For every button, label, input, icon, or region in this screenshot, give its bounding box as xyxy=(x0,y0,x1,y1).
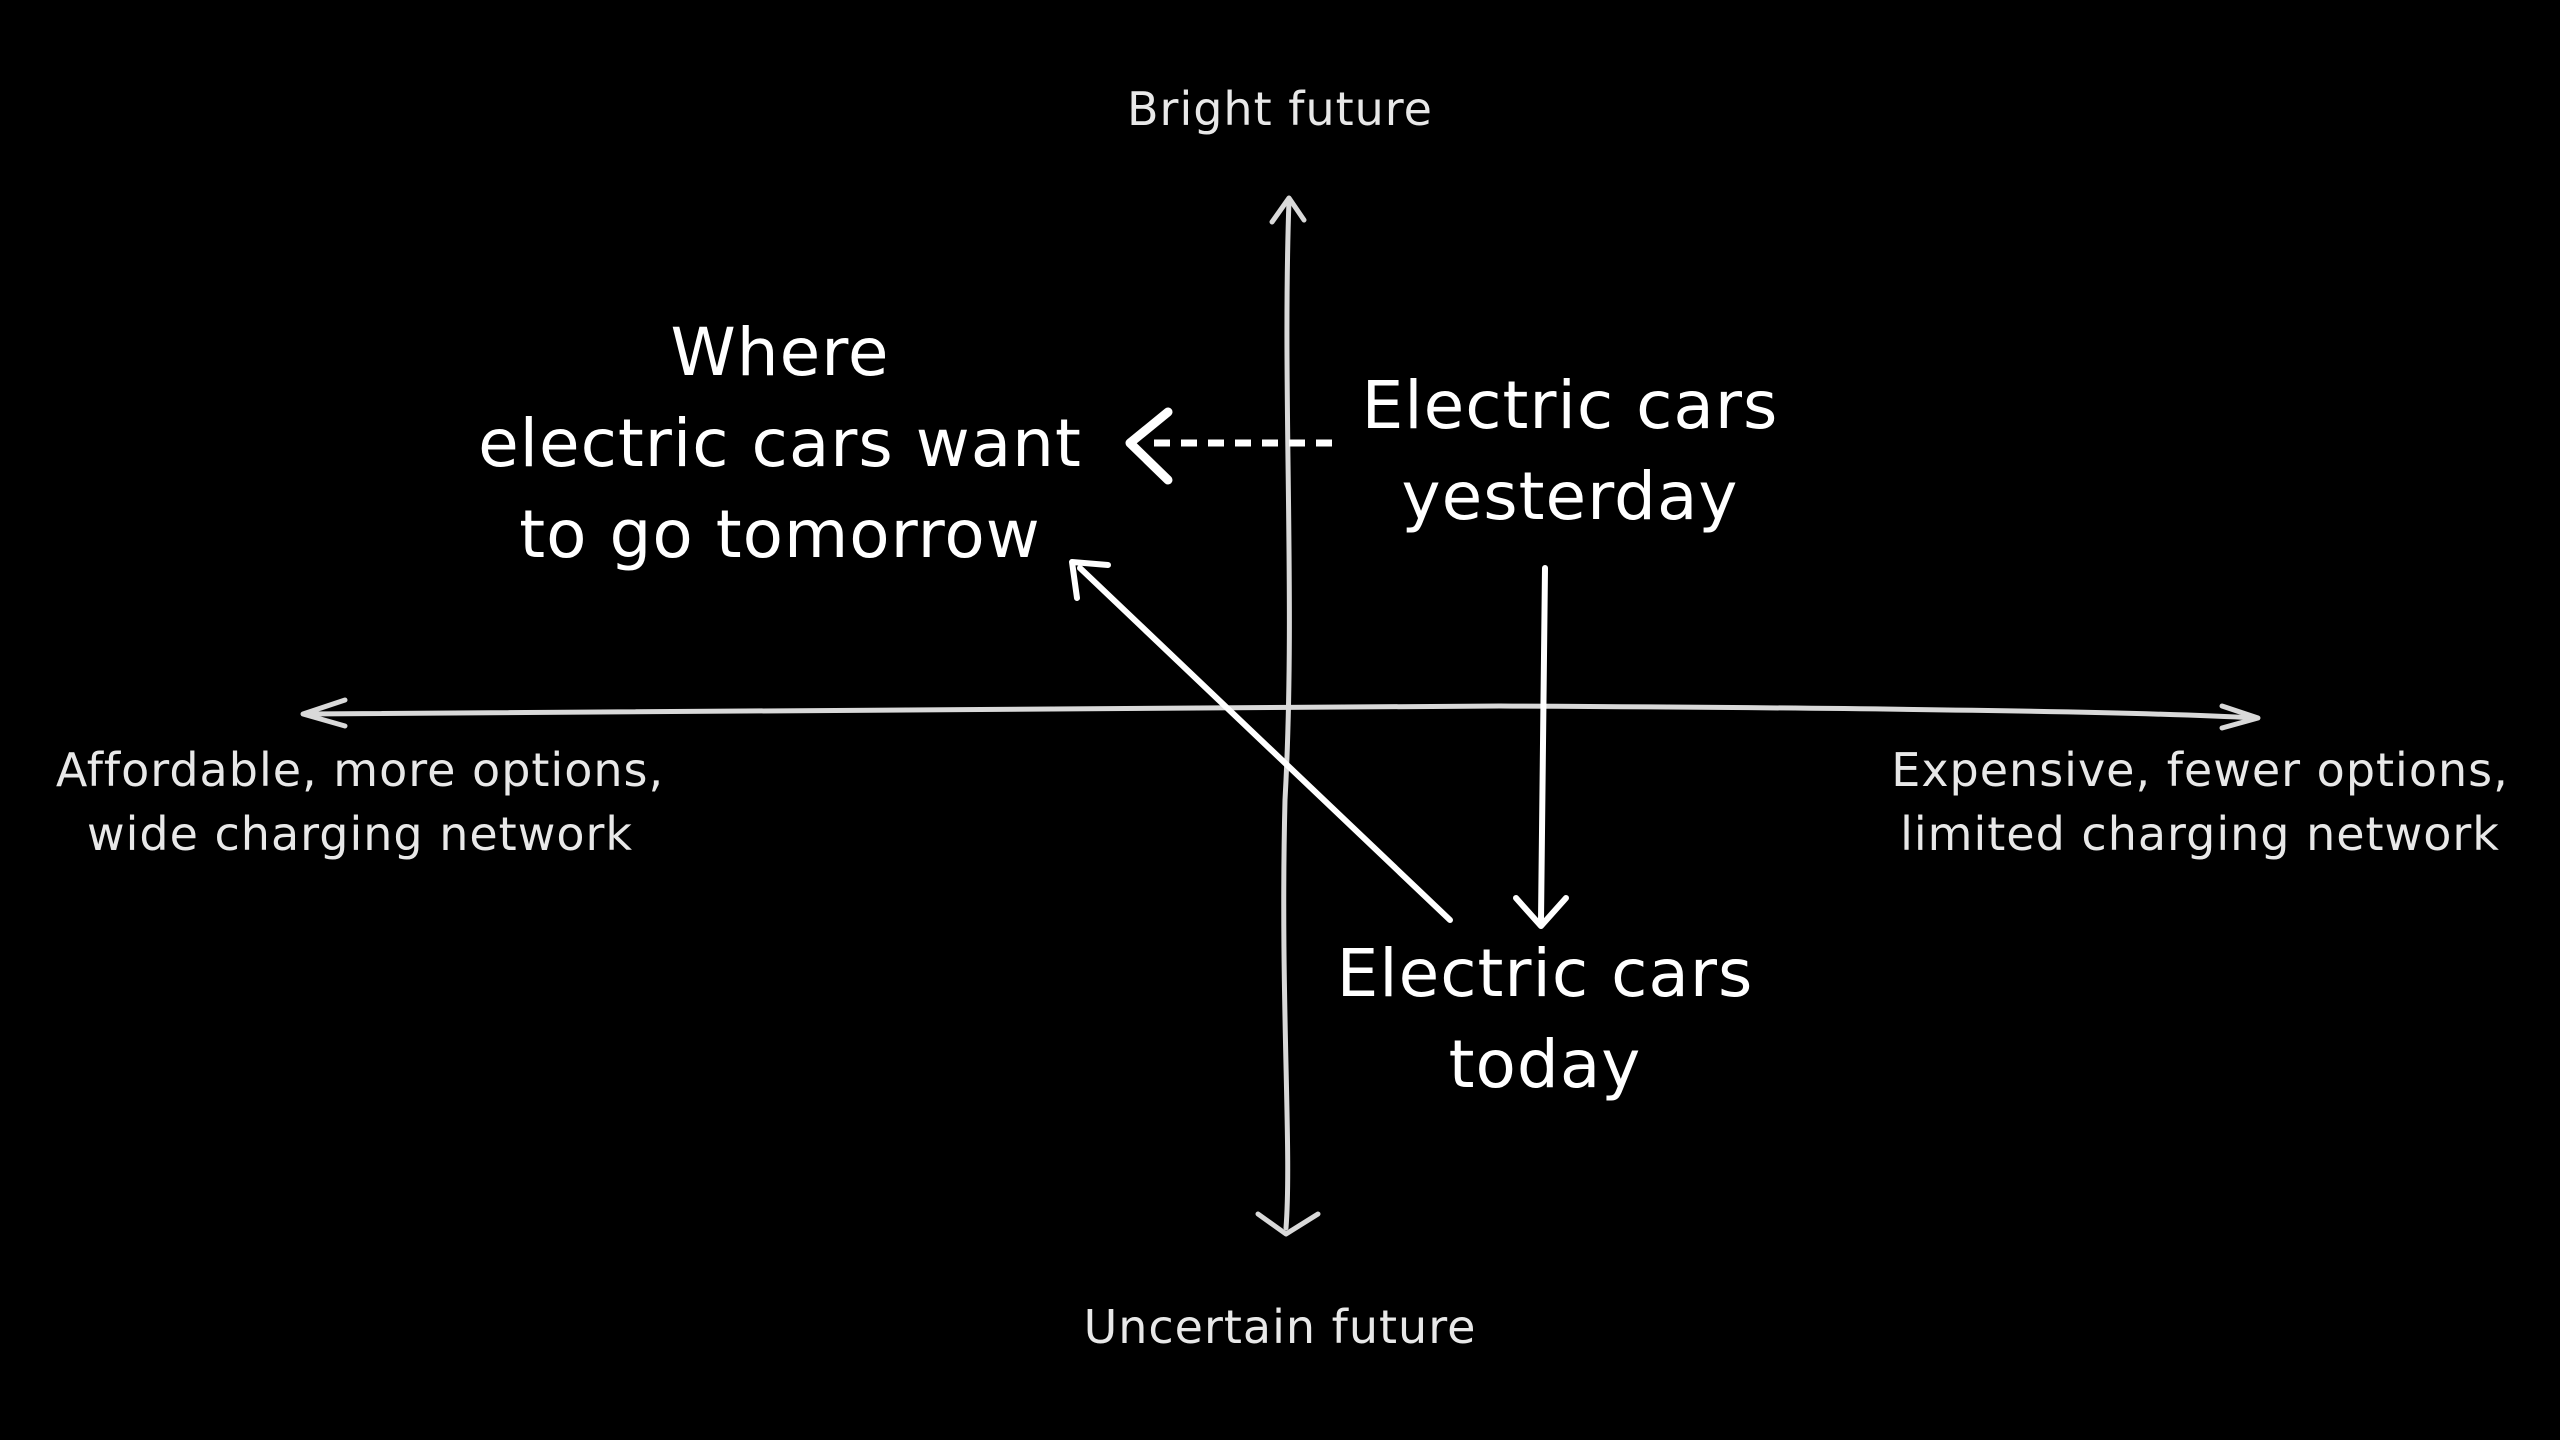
axis-label-left: Affordable, more options, wide charging … xyxy=(20,738,700,867)
axis-label-right: Expensive, fewer options, limited chargi… xyxy=(1860,738,2540,867)
dashed-arrow-head xyxy=(1125,407,1173,485)
label-tomorrow-line-1: Where xyxy=(670,314,890,391)
today-to-tomorrow-arrow-line xyxy=(1077,565,1453,923)
label-yesterday-line-1: Electric cars xyxy=(1361,367,1779,444)
label-today-line-1: Electric cars xyxy=(1336,935,1754,1012)
vertical-axis-line xyxy=(1281,197,1292,1231)
axis-label-right-line-1: Expensive, fewer options, xyxy=(1891,743,2509,797)
label-yesterday: Electric cars yesterday xyxy=(1300,360,1840,542)
axis-label-top-text: Bright future xyxy=(1126,82,1433,136)
label-today-line-2: today xyxy=(1448,1026,1642,1104)
vertical-axis-top-arrowhead xyxy=(1269,195,1307,225)
axis-label-right-line-2: limited charging network xyxy=(1900,807,2500,862)
axis-label-left-line-1: Affordable, more options, xyxy=(55,743,665,797)
axis-label-left-line-2: wide charging network xyxy=(86,807,634,862)
axis-label-bottom: Uncertain future xyxy=(1030,1300,1530,1355)
label-yesterday-line-2: yesterday xyxy=(1401,458,1739,536)
today-to-tomorrow-arrowhead xyxy=(1069,559,1111,601)
vertical-axis-bottom-arrowhead xyxy=(1255,1211,1321,1237)
label-today: Electric cars today xyxy=(1280,928,1810,1110)
label-tomorrow-line-3: to go tomorrow xyxy=(519,496,1041,574)
label-tomorrow-line-2: electric cars want xyxy=(478,405,1082,483)
yesterday-to-today-arrow-line xyxy=(1538,565,1548,923)
horizontal-axis-right-arrowhead xyxy=(2219,703,2261,731)
horizontal-axis-left-arrowhead xyxy=(300,697,348,729)
horizontal-axis-line xyxy=(302,703,2258,721)
axis-label-top: Bright future xyxy=(1030,82,1530,137)
yesterday-to-today-arrowhead xyxy=(1513,895,1569,929)
label-tomorrow: Where electric cars want to go tomorrow xyxy=(420,307,1140,580)
axis-label-bottom-text: Uncertain future xyxy=(1083,1300,1477,1354)
